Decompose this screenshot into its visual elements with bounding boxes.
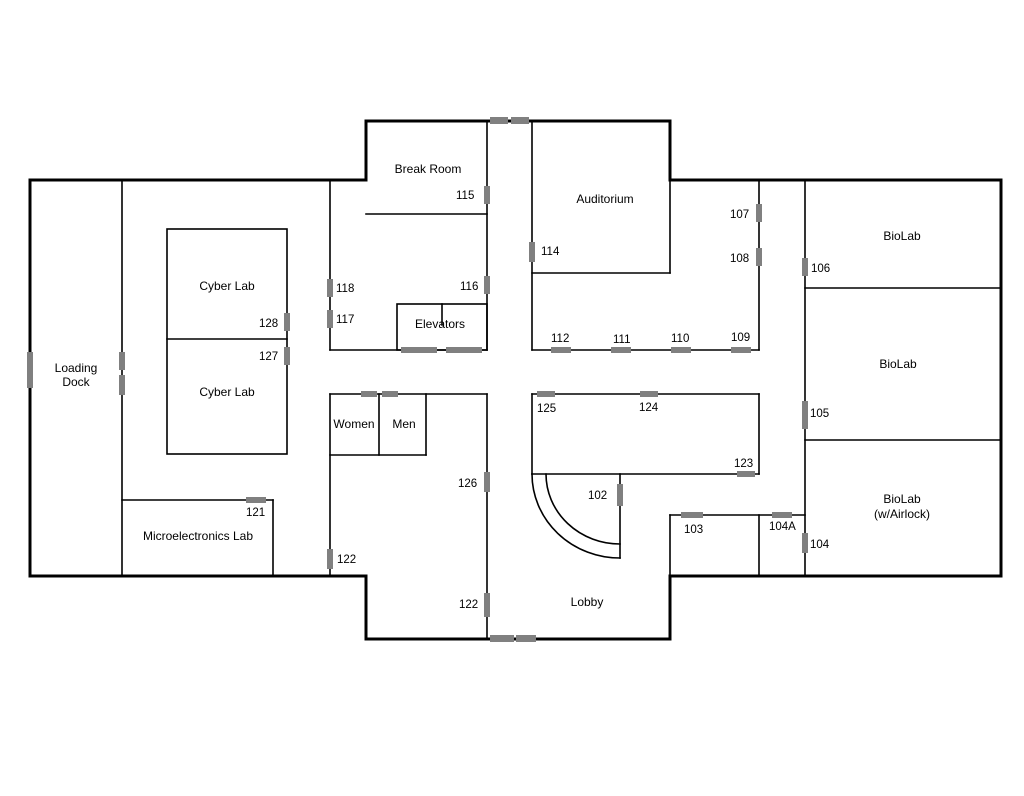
door-label-115: 115 (456, 190, 474, 202)
door-marker (611, 347, 631, 353)
door-label-105: 105 (810, 408, 829, 420)
door-label-109: 109 (731, 332, 750, 344)
door-label-126: 126 (458, 478, 477, 490)
door-marker (361, 391, 377, 397)
door-marker (681, 512, 703, 518)
room-label-biolab: BioLab (883, 229, 921, 243)
door-label-102: 102 (588, 490, 607, 502)
door-marker (490, 635, 514, 642)
door-marker (484, 186, 490, 204)
room-label-men: Men (392, 417, 415, 431)
room-label-elevators: Elevators (415, 317, 465, 331)
door-label-127: 127 (259, 351, 278, 363)
door-label-124: 124 (639, 402, 659, 414)
door-marker (490, 117, 508, 124)
room-labels: Break Room Auditorium BioLab BioLab BioL… (55, 162, 930, 609)
door-marker (27, 352, 33, 388)
door-marker (756, 204, 762, 222)
door-marker (327, 279, 333, 297)
door-label-116: 116 (460, 281, 478, 293)
room-label-microelectronics-lab: Microelectronics Lab (143, 529, 253, 543)
door-label-122: 122 (459, 599, 478, 611)
door-label-107: 107 (730, 209, 749, 221)
door-marker (551, 347, 571, 353)
interior-walls (121, 120, 1002, 640)
door-marker (246, 497, 266, 503)
door-label-104a: 104A (769, 521, 796, 533)
room-label-loading-dock: Dock (62, 375, 90, 389)
door-label-110: 110 (671, 333, 689, 345)
door-marker (284, 313, 290, 331)
door-marker (484, 276, 490, 294)
door-marker (671, 347, 691, 353)
room-label-biolab-airlock: BioLab (883, 492, 921, 506)
door-marker (802, 258, 808, 276)
room-label-biolab: BioLab (879, 357, 917, 371)
door-label-117: 117 (336, 314, 354, 326)
door-label-111: 111 (613, 334, 630, 346)
room-label-cyber-lab: Cyber Lab (199, 385, 255, 399)
door-label-125: 125 (537, 403, 556, 415)
door-marker (119, 375, 125, 395)
door-marker (802, 533, 808, 553)
room-label-break-room: Break Room (395, 162, 462, 176)
door-label-123: 123 (734, 458, 753, 470)
door-marker (529, 242, 535, 262)
door-label-108: 108 (730, 253, 749, 265)
building-outline (28, 119, 1003, 641)
door-marker (382, 391, 398, 397)
door-label-112: 112 (551, 333, 569, 345)
door-marker (640, 391, 658, 397)
door-markers (27, 117, 808, 642)
door-marker (617, 484, 623, 506)
room-label-airlock-note: (w/Airlock) (874, 507, 930, 521)
door-marker (284, 347, 290, 365)
room-label-loading-dock: Loading (55, 361, 98, 375)
door-marker (731, 347, 751, 353)
door-label-121: 121 (246, 507, 265, 519)
door-marker (772, 512, 792, 518)
door-marker (446, 347, 482, 353)
door-label-118: 118 (336, 283, 354, 295)
room-label-auditorium: Auditorium (576, 192, 633, 206)
door-marker (516, 635, 536, 642)
door-label-104: 104 (810, 539, 830, 551)
door-label-122: 122 (337, 554, 356, 566)
door-marker (537, 391, 555, 397)
door-marker (802, 401, 808, 429)
room-label-cyber-lab: Cyber Lab (199, 279, 255, 293)
door-label-114: 114 (541, 246, 560, 258)
door-marker (756, 248, 762, 266)
door-marker (484, 593, 490, 617)
door-label-103: 103 (684, 524, 703, 536)
door-marker (511, 117, 529, 124)
door-marker (327, 310, 333, 328)
room-label-women: Women (333, 417, 374, 431)
door-label-128: 128 (259, 318, 278, 330)
door-marker (119, 352, 125, 370)
room-label-lobby: Lobby (571, 595, 604, 609)
door-marker (484, 472, 490, 492)
door-label-106: 106 (811, 263, 830, 275)
door-marker (327, 549, 333, 569)
door-marker (401, 347, 437, 353)
door-labels: 115 116 118 117 114 107 108 106 112 111 … (246, 190, 830, 611)
door-marker (737, 471, 755, 477)
